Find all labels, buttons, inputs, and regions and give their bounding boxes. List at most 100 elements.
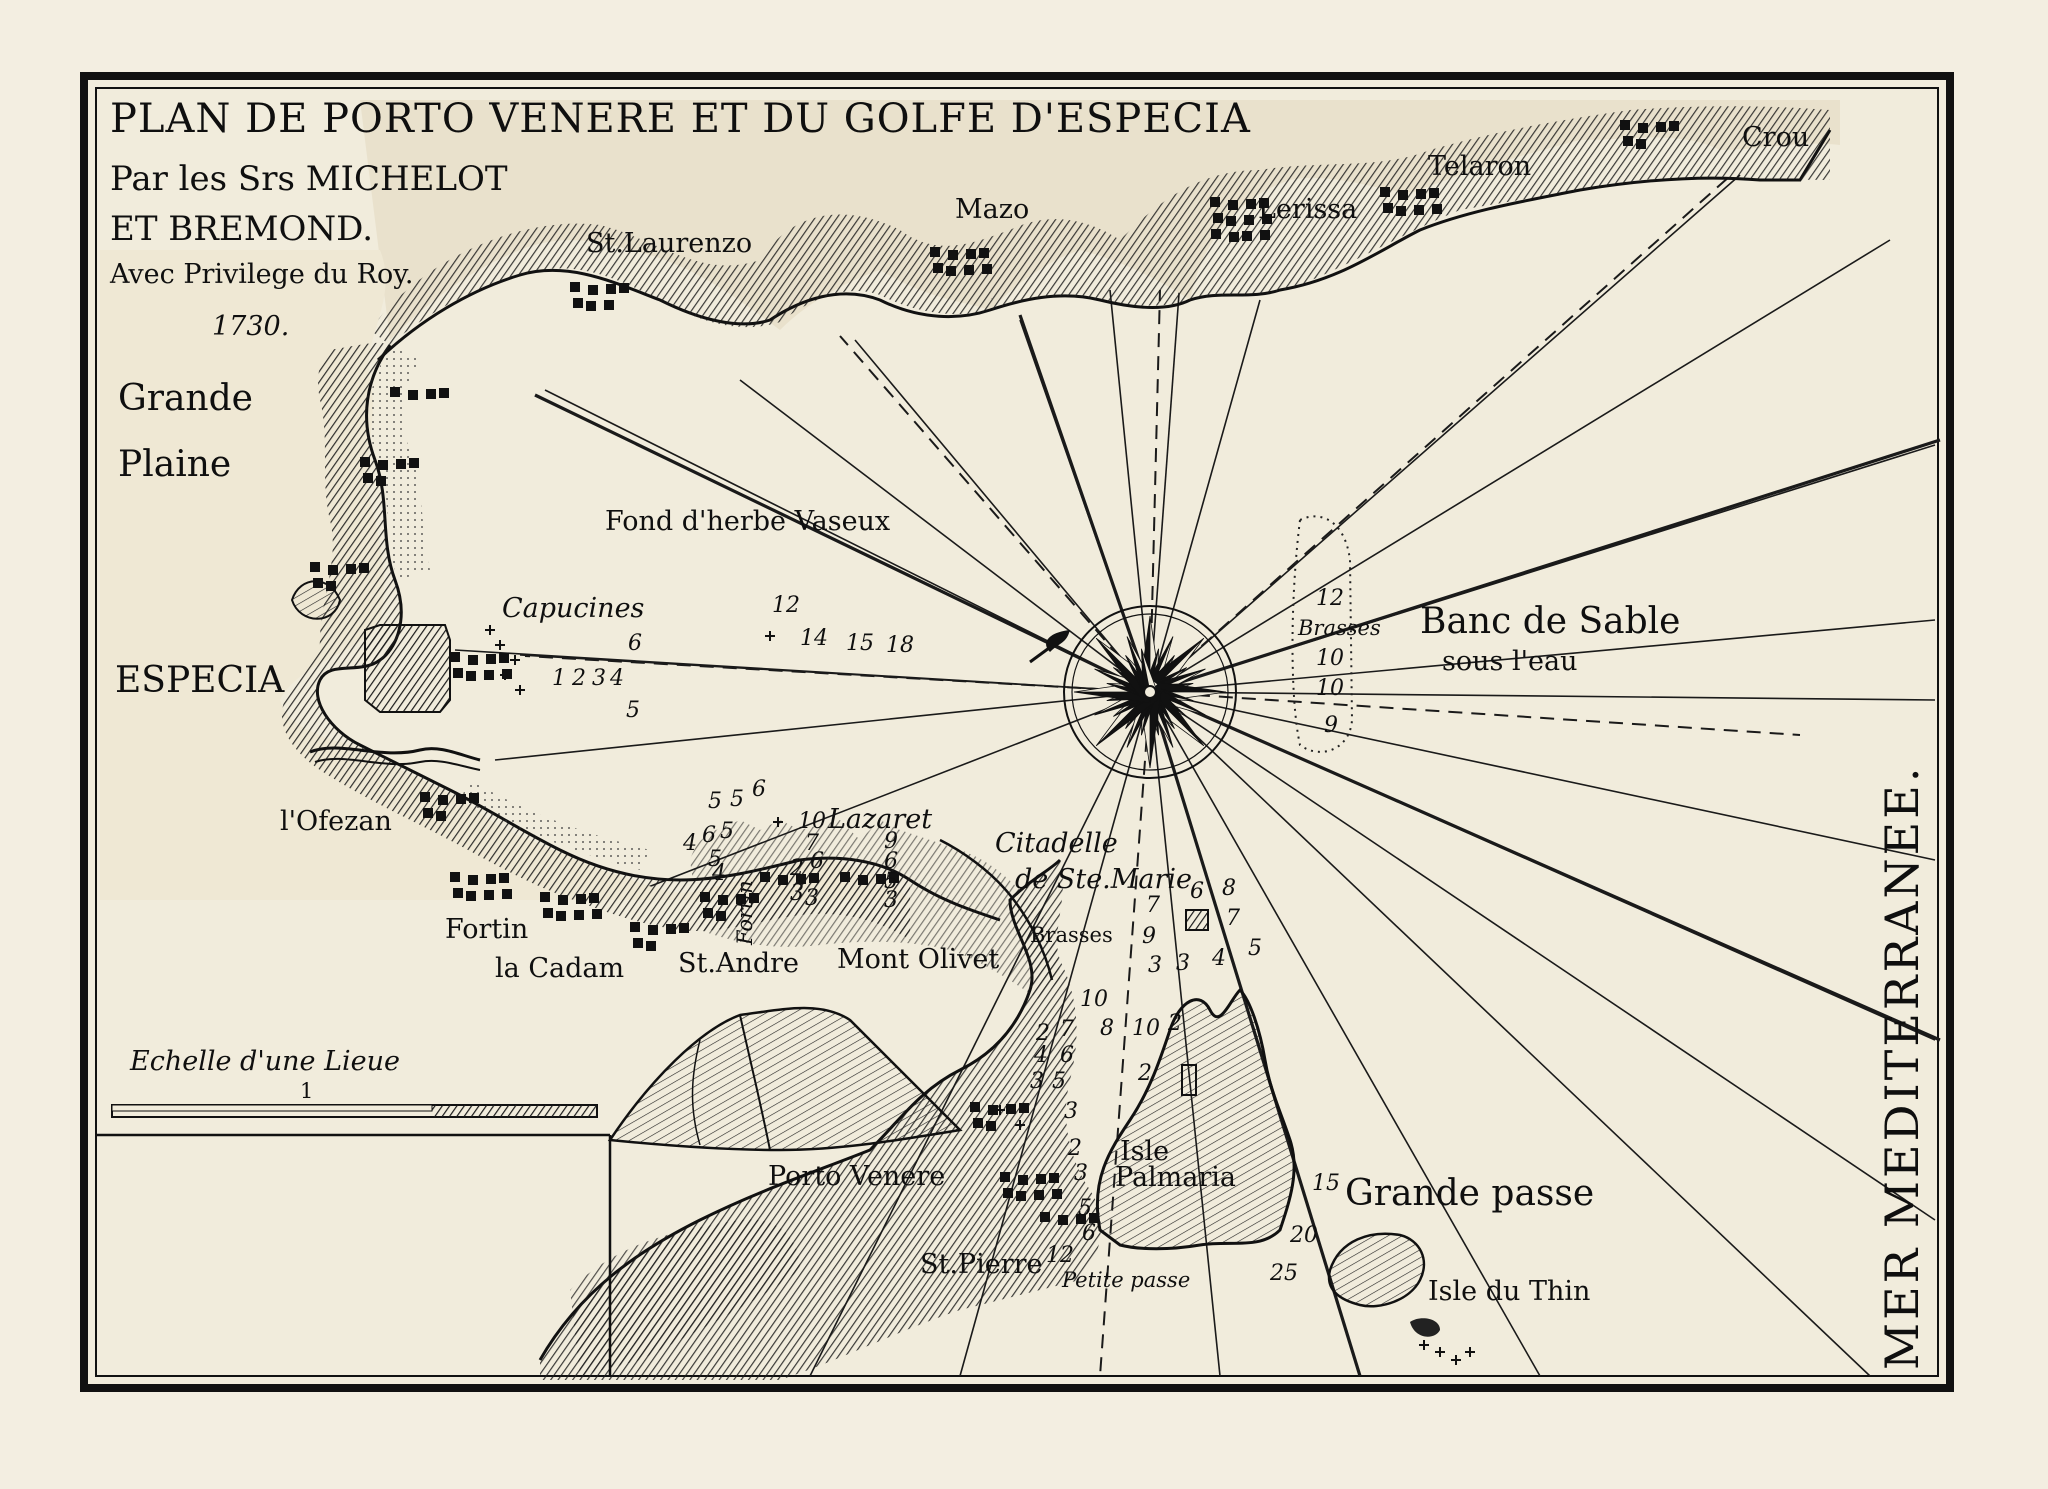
building [1429, 188, 1439, 198]
building [310, 562, 320, 572]
label-capucines: Capucines [502, 593, 644, 624]
sounding: 7 [1146, 893, 1160, 918]
label-fortin-left: Fortin [445, 914, 528, 945]
building [408, 390, 418, 400]
building [438, 795, 448, 805]
building [1244, 215, 1254, 225]
sounding: 9 [1324, 713, 1338, 738]
sounding: 3 [1074, 1161, 1088, 1186]
building [576, 894, 586, 904]
building [1210, 197, 1220, 207]
label-st-pierre: St.Pierre [920, 1249, 1043, 1280]
building [328, 565, 338, 575]
sounding: 4 [1211, 946, 1226, 971]
scale-number: 1 [300, 1079, 313, 1103]
sounding: 6 [1082, 1221, 1096, 1246]
building [1396, 206, 1406, 216]
authors-line-2: ET BREMOND. [110, 209, 373, 249]
sounding: 10 [1316, 676, 1344, 701]
north-coast [360, 100, 1840, 362]
building [420, 792, 430, 802]
building [574, 910, 584, 920]
building [573, 298, 583, 308]
building [604, 300, 614, 310]
building [378, 460, 388, 470]
label-lerissa: Lerissa [1258, 194, 1357, 225]
building [1016, 1191, 1026, 1201]
building [858, 875, 868, 885]
sounding: 3 [592, 666, 606, 691]
sounding: 3 [1148, 953, 1162, 978]
rhumb-line-main [1149, 438, 1941, 694]
rhumb-line-dashed [1149, 289, 1161, 693]
building [1259, 198, 1269, 208]
mountain [607, 1006, 963, 1152]
sounding: 2 [1167, 1011, 1182, 1036]
sounding: 4 [711, 861, 726, 886]
building [486, 874, 496, 884]
sounding: 15 [1312, 1171, 1340, 1196]
building [1242, 231, 1252, 241]
sounding: 3 [1064, 1099, 1078, 1124]
isle-du-thin [1327, 1232, 1440, 1337]
sounding: 12 [1316, 586, 1344, 611]
building [646, 941, 656, 951]
sounding: 3 [1030, 1069, 1044, 1094]
church-markers [485, 625, 1475, 1365]
sounding: 4 [609, 666, 624, 691]
sounding: 25 [1269, 1261, 1298, 1286]
lazaret-shore [690, 820, 1060, 1000]
building [570, 282, 580, 292]
rhumb-line-dashed [524, 655, 1151, 693]
building [986, 1121, 996, 1131]
sounding: 3 [1176, 951, 1190, 976]
building [556, 911, 566, 921]
building [1260, 230, 1270, 240]
label-lazaret: Lazaret [827, 804, 932, 835]
sea-name: MER MEDITERRANEE. [1875, 765, 1929, 1370]
sounding: 15 [846, 631, 874, 656]
building [466, 671, 476, 681]
label-st-andre: St.Andre [678, 948, 799, 979]
building [376, 476, 386, 486]
building [1089, 1213, 1099, 1223]
sounding: 6 [1190, 879, 1204, 904]
label-brasses-bank: Brasses [1297, 616, 1381, 640]
building [716, 911, 726, 921]
building [876, 874, 886, 884]
sounding: 8 [1222, 876, 1236, 901]
building [1246, 199, 1256, 209]
building [840, 872, 850, 882]
building [453, 888, 463, 898]
sounding: 7 [805, 831, 819, 856]
rhumb-line [1149, 691, 1936, 861]
sounding: 2 [1035, 1021, 1050, 1046]
building [973, 1118, 983, 1128]
label-grande: Grande [118, 378, 253, 419]
sounding: 5 [1052, 1069, 1066, 1094]
building [359, 563, 369, 573]
sounding: 3 [805, 886, 819, 911]
building [484, 670, 494, 680]
building [930, 247, 940, 257]
rhumb-line [1149, 691, 1936, 1221]
sounding: 5 [884, 869, 898, 894]
building [409, 458, 419, 468]
building [1380, 187, 1390, 197]
label-grande-passe: Grande passe [1345, 1173, 1594, 1214]
building [1000, 1172, 1010, 1182]
sounding: 6 [702, 823, 716, 848]
building [1656, 122, 1666, 132]
sounding: 5 [708, 789, 722, 814]
building [423, 808, 433, 818]
label-la-cadam: la Cadam [495, 953, 624, 984]
building [453, 668, 463, 678]
sounding: 3 [790, 881, 804, 906]
building [468, 655, 478, 665]
building [630, 922, 640, 932]
building [700, 892, 710, 902]
building [778, 875, 788, 885]
sounding: 2 [571, 666, 586, 691]
